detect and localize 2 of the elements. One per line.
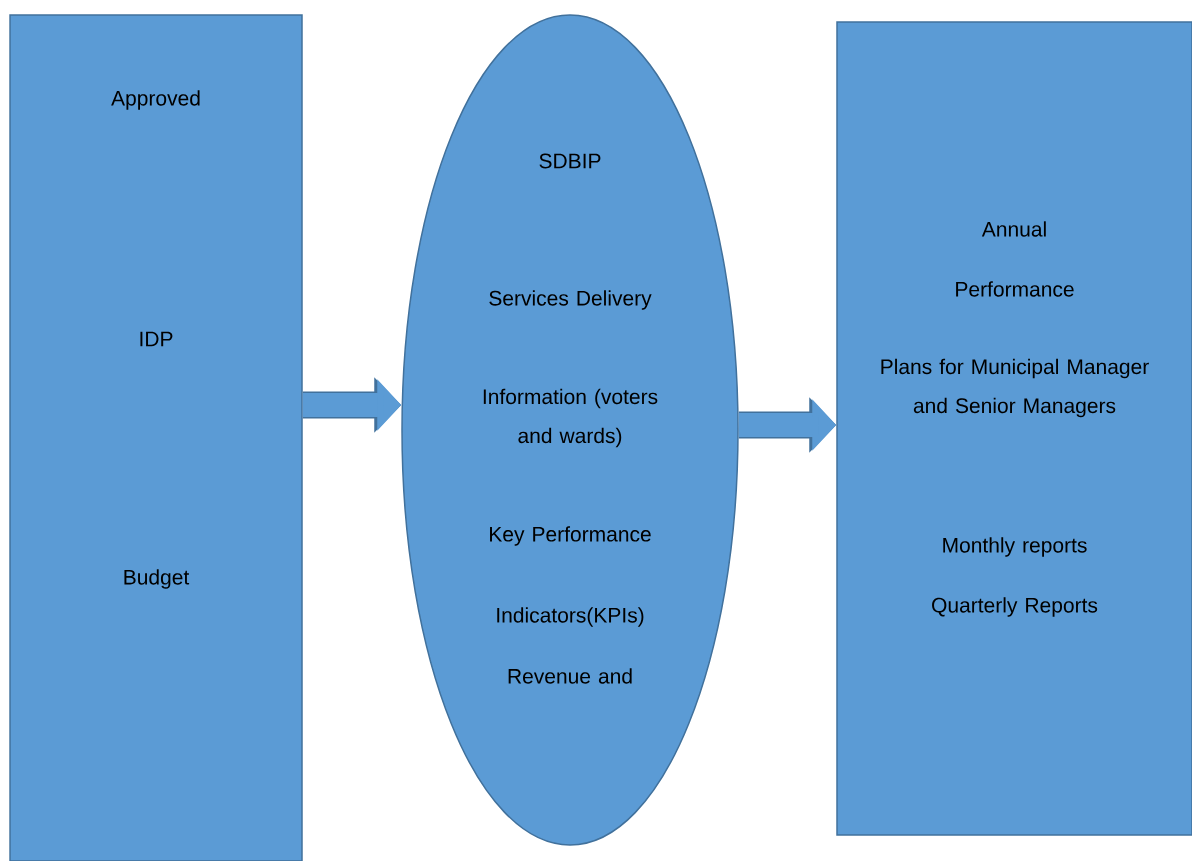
process-box: Annual Performance Plans for Municipal Manager and Senior Managers Monthly reports Quarterly Reports [836, 21, 1192, 836]
process-box: Approved IDP Budget [9, 14, 303, 861]
